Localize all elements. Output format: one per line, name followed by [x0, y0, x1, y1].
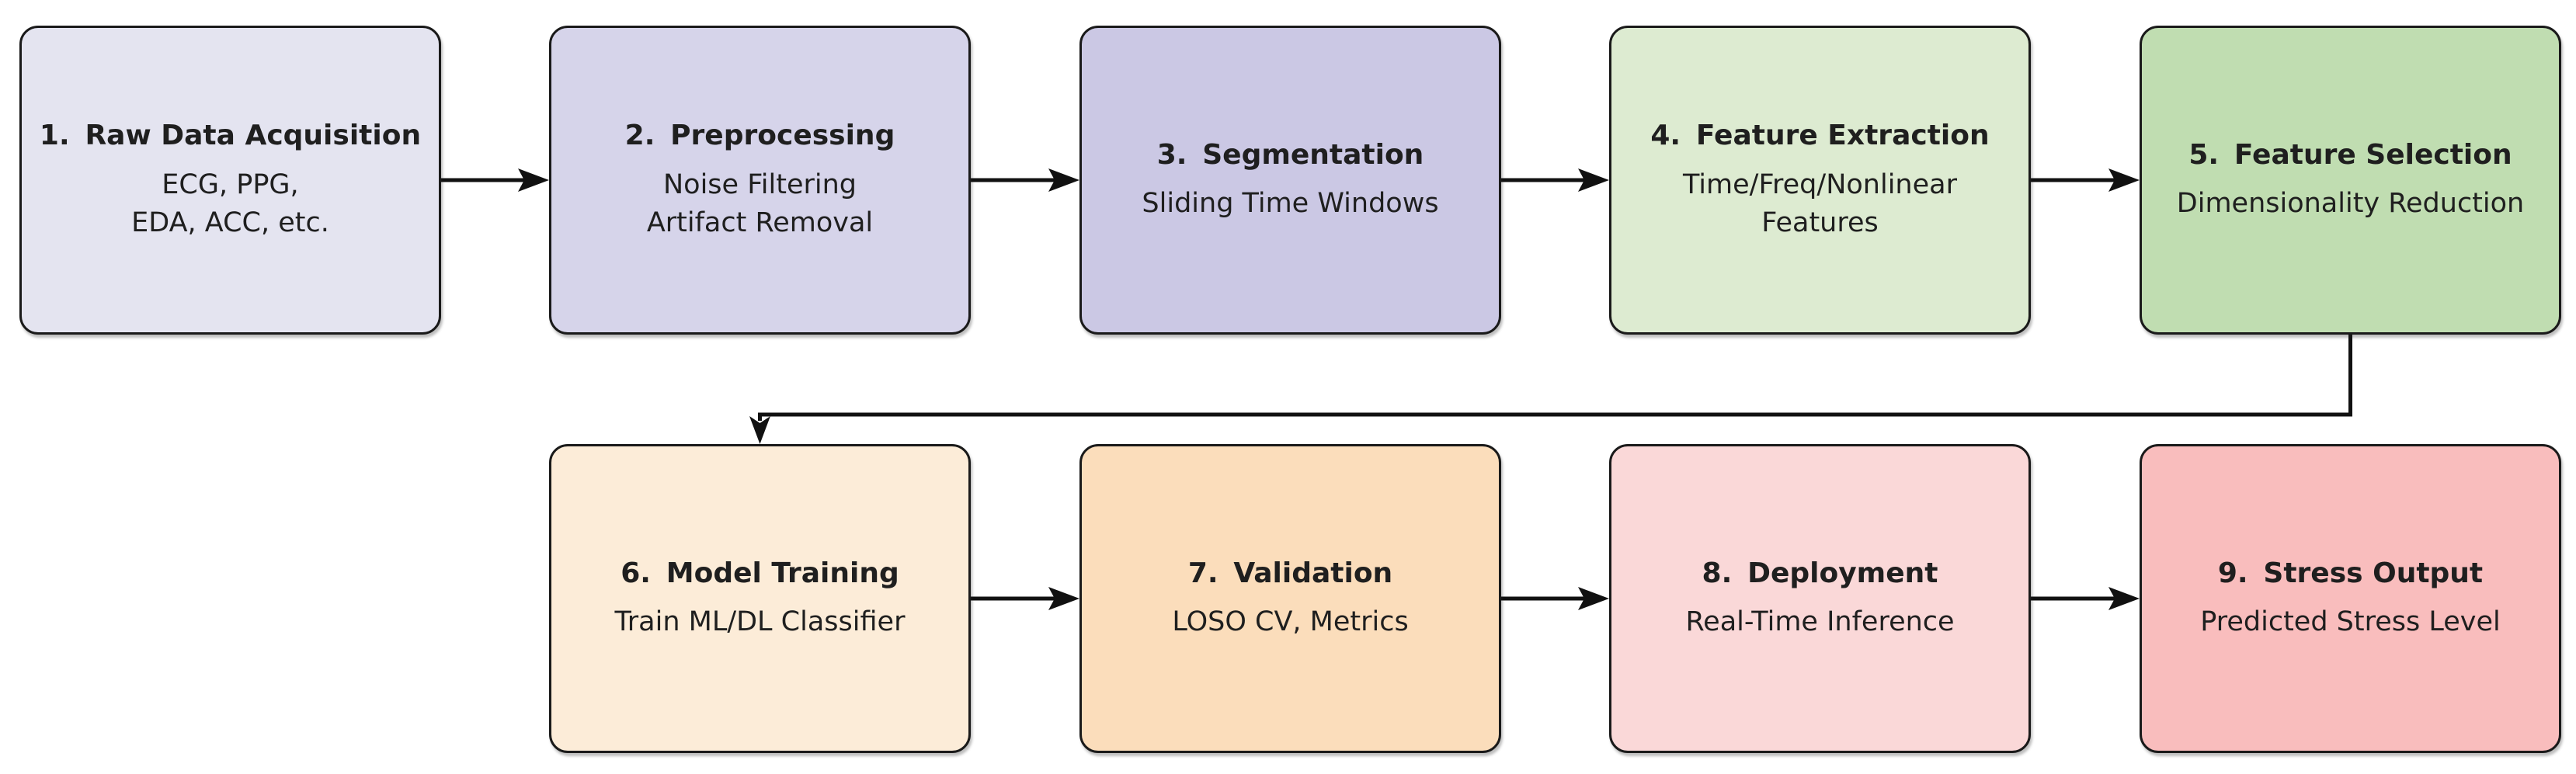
step-title: 9. Stress Output	[2218, 555, 2483, 593]
step-number: 3.	[1156, 138, 1187, 171]
step-title-label: Feature Selection	[2234, 138, 2512, 171]
step-title: 3. Segmentation	[1157, 137, 1424, 175]
step-number: 8.	[1702, 557, 1733, 589]
step-number: 4.	[1650, 120, 1681, 152]
step-subtitle-line: Artifact Removal	[646, 207, 874, 239]
step-title: 6. Model Training	[621, 555, 899, 593]
step-box-preprocessing: 2. Preprocessing Noise Filtering Artifact…	[549, 26, 971, 335]
arrow-7-8	[1501, 587, 1609, 610]
step-subtitle-line: Train ML/DL Classifier	[614, 606, 906, 638]
arrow-3-4	[1501, 168, 1609, 192]
elbow-arrow-5-6	[749, 335, 2352, 444]
step-title: 2. Preprocessing	[625, 117, 895, 155]
step-subtitle-line: Dimensionality Reduction	[2176, 188, 2525, 220]
step-title: 8. Deployment	[1702, 555, 1938, 593]
step-title: 1. Raw Data Acquisition	[40, 117, 421, 155]
step-title: 4. Feature Extraction	[1650, 117, 1989, 155]
step-box-stress-output: 9. Stress Output Predicted Stress Level	[2140, 444, 2561, 753]
step-title: 7. Validation	[1188, 555, 1392, 593]
step-title: 5. Feature Selection	[2188, 137, 2512, 175]
step-subtitle-line: Predicted Stress Level	[2200, 606, 2501, 638]
step-title-label: Validation	[1233, 557, 1393, 589]
arrow-1-2	[441, 168, 549, 192]
arrow-4-5	[2031, 168, 2140, 192]
arrow-6-7	[971, 587, 1079, 610]
step-number: 2.	[624, 120, 655, 152]
step-number: 6.	[621, 557, 651, 589]
arrow-2-3	[971, 168, 1079, 192]
step-title-label: Feature Extraction	[1695, 120, 1990, 152]
step-number: 9.	[2217, 557, 2248, 589]
step-subtitle-line: Time/Freq/Nonlinear	[1683, 168, 1957, 200]
step-number: 5.	[2188, 138, 2220, 171]
step-subtitle-line: Features	[1761, 207, 1879, 239]
step-title-label: Deployment	[1747, 557, 1938, 589]
step-box-validation: 7. Validation LOSO CV, Metrics	[1079, 444, 1501, 753]
step-title-label: Raw Data Acquisition	[85, 120, 422, 152]
step-title-label: Model Training	[666, 557, 899, 589]
step-number: 1.	[39, 120, 70, 152]
step-box-feature-selection: 5. Feature Selection Dimensionality Reduc…	[2140, 26, 2561, 335]
step-box-raw-data-acquisition: 1. Raw Data Acquisition ECG, PPG, EDA, AC…	[19, 26, 441, 335]
step-subtitle-line: Noise Filtering	[662, 168, 857, 200]
step-subtitle-line: EDA, ACC, etc.	[131, 207, 329, 239]
step-title-label: Stress Output	[2263, 557, 2484, 589]
step-box-deployment: 8. Deployment Real-Time Inference	[1609, 444, 2031, 753]
step-subtitle-line: Sliding Time Windows	[1142, 188, 1439, 220]
step-box-feature-extraction: 4. Feature Extraction Time/Freq/Nonlinear…	[1609, 26, 2031, 335]
step-title-label: Preprocessing	[670, 120, 895, 152]
step-subtitle-line: Real-Time Inference	[1685, 606, 1955, 638]
step-number: 7.	[1187, 557, 1218, 589]
step-box-segmentation: 3. Segmentation Sliding Time Windows	[1079, 26, 1501, 335]
step-title-label: Segmentation	[1202, 138, 1424, 171]
step-subtitle-line: ECG, PPG,	[162, 168, 299, 200]
step-box-model-training: 6. Model Training Train ML/DL Classifier	[549, 444, 971, 753]
arrow-8-9	[2031, 587, 2140, 610]
step-subtitle-line: LOSO CV, Metrics	[1172, 606, 1409, 638]
